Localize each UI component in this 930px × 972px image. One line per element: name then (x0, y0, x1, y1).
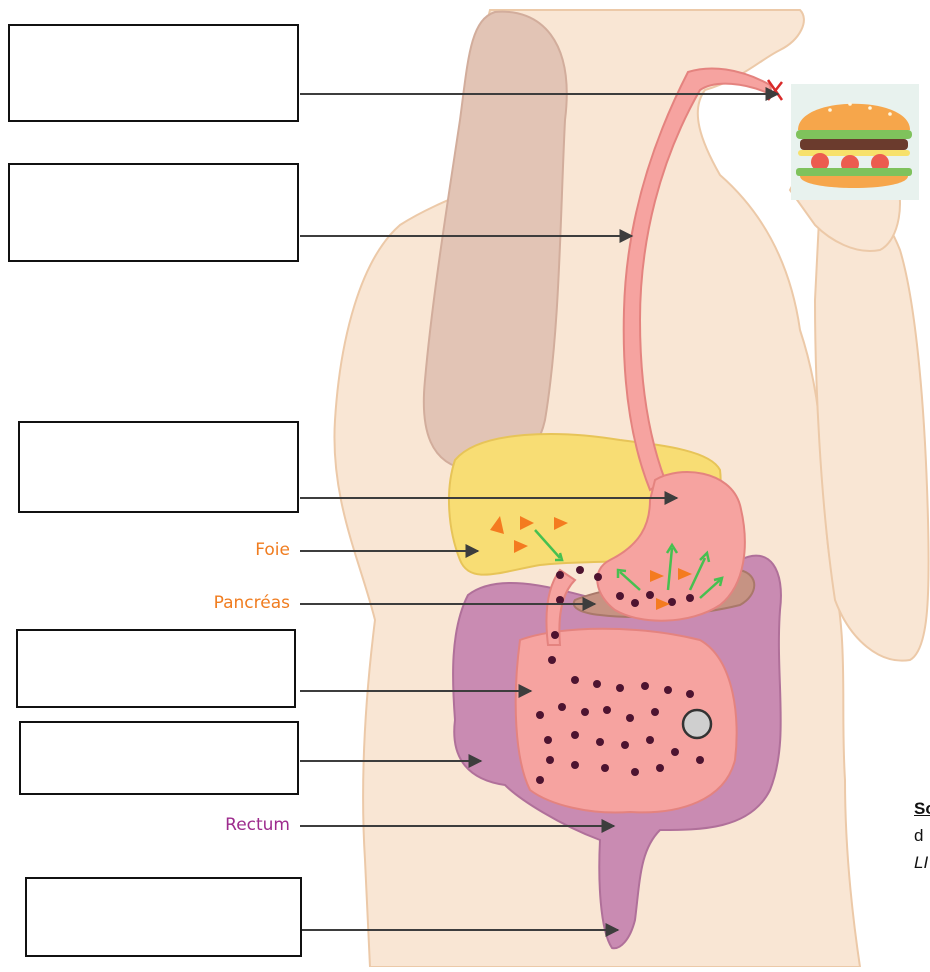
source-note-line1: So (914, 795, 930, 822)
left-arm (424, 12, 567, 472)
source-note: So d LI (914, 795, 930, 876)
label-pancreas: Pancréas (160, 593, 290, 613)
blank-box-stomach[interactable] (18, 421, 299, 513)
label-foie: Foie (200, 540, 290, 560)
hamburger-icon (791, 84, 919, 200)
source-note-line3: LI (914, 849, 930, 876)
probe-circle (683, 710, 711, 738)
source-note-line2: d (914, 822, 930, 849)
blank-box-large-intestine[interactable] (19, 721, 299, 795)
blank-box-esophagus[interactable] (8, 163, 299, 262)
blank-box-anus[interactable] (25, 877, 302, 957)
blank-box-small-intestine[interactable] (16, 629, 296, 708)
blank-box-mouth[interactable] (8, 24, 299, 122)
label-rectum: Rectum (160, 815, 290, 835)
